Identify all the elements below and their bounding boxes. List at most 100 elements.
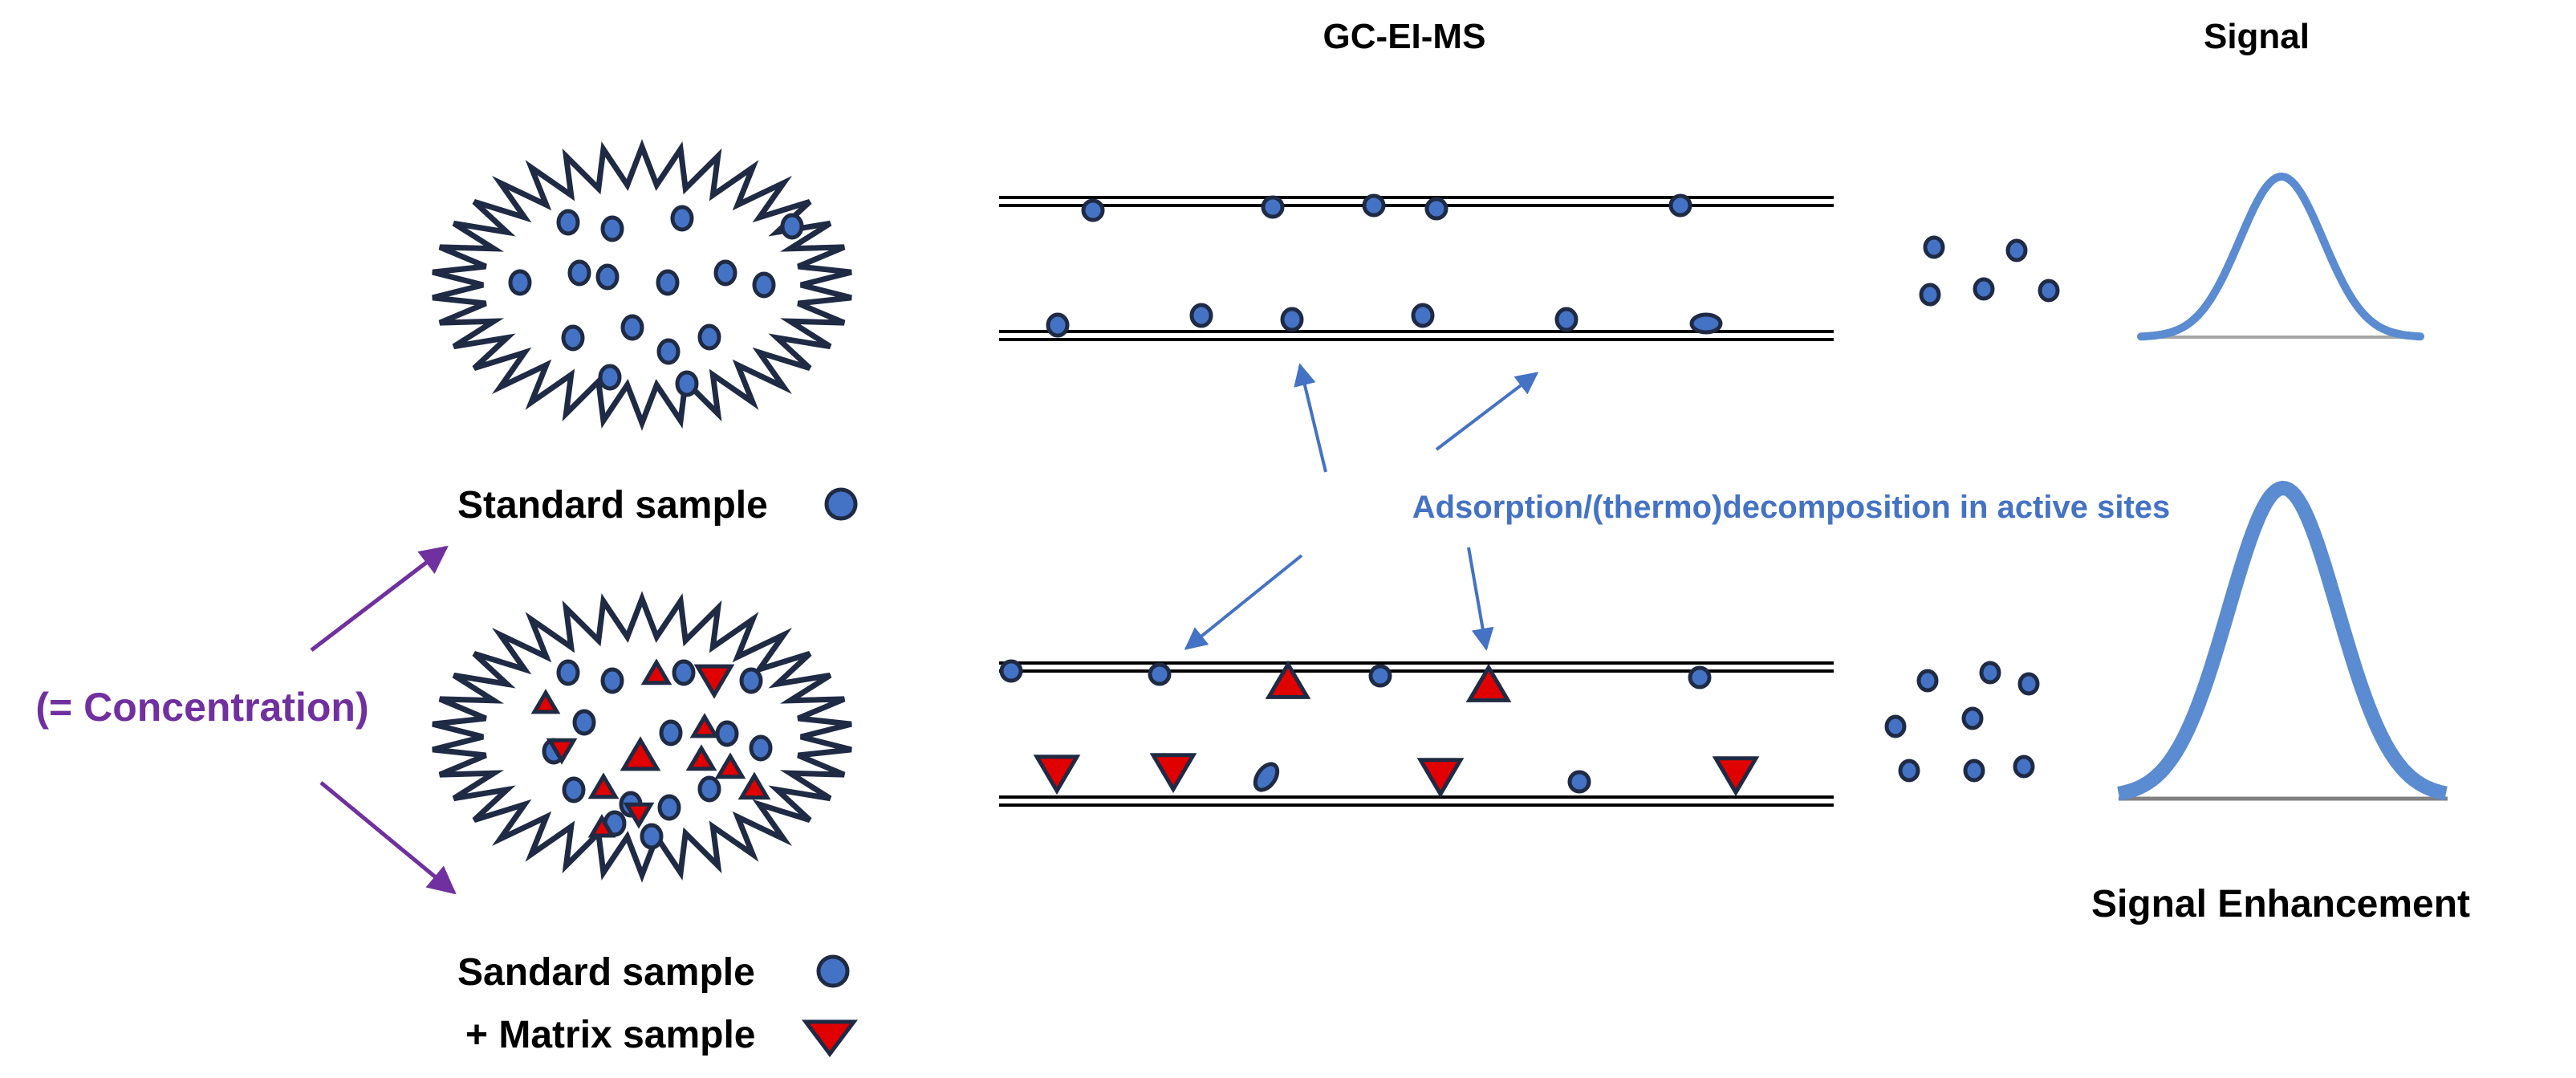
analyte-particle — [1884, 714, 1907, 738]
analyte-particle — [595, 263, 620, 291]
matrix-particle — [1149, 753, 1197, 794]
analyte-particle — [2017, 672, 2040, 696]
analyte-particle — [1081, 198, 1105, 222]
matrix-sample-blob — [432, 591, 852, 883]
matrix-particle — [623, 802, 655, 829]
matrix-particle — [693, 664, 735, 699]
analyte-particle — [1253, 762, 1280, 792]
signal-enhancement-label: Signal Enhancement — [2091, 883, 2470, 925]
analyte-particle — [697, 323, 721, 351]
analyte-particle — [1567, 770, 1591, 794]
matrix-particle — [714, 752, 746, 779]
matrix-particle — [587, 814, 616, 838]
analyte-particle — [739, 667, 763, 694]
analyte-legend-icon-2 — [816, 954, 850, 988]
analyte-particle — [561, 324, 585, 352]
matrix-particle — [689, 713, 720, 738]
analyte-particle — [715, 720, 739, 747]
analyte-particle — [697, 775, 721, 803]
analyte-particle — [675, 370, 699, 397]
standard-sample-label: Standard sample — [457, 484, 768, 527]
column-matrix — [999, 661, 1834, 807]
analyte-particle — [2013, 755, 2035, 779]
analyte-particle — [1148, 662, 1172, 686]
matrix-particle — [530, 689, 561, 714]
analyte-particle — [1689, 312, 1723, 335]
analyte-particle — [2038, 279, 2060, 303]
analyte-particle — [556, 659, 580, 686]
arrow-adsorption-2 — [1435, 372, 1539, 451]
analyte-particle — [656, 269, 680, 296]
matrix-legend-icon — [802, 1019, 858, 1058]
analyte-particle — [1923, 235, 1945, 259]
analyte-particle — [1411, 303, 1435, 328]
analyte-particle — [672, 659, 696, 686]
matrix-sample-label-line1: Sandard sample — [457, 951, 755, 994]
analyte-particle — [1919, 283, 1941, 307]
analyte-legend-icon — [824, 487, 858, 521]
analyte-particle — [1963, 759, 1985, 783]
analyte-particle — [1368, 664, 1392, 688]
matrix-particle — [1712, 756, 1760, 797]
matrix-particle — [640, 658, 672, 685]
concentration-label: (= Concentration) — [35, 685, 368, 730]
arrow-adsorption-1 — [1294, 363, 1327, 473]
analyte-particle — [1280, 307, 1304, 332]
instrument-header: GC-EI-MS — [1323, 17, 1486, 56]
analyte-particle — [600, 667, 624, 694]
column-matrix-particles — [999, 659, 1760, 799]
analyte-particle — [640, 823, 664, 850]
column-standard — [999, 196, 1834, 341]
column-standard-particles — [1046, 193, 1723, 338]
analyte-particle — [1554, 307, 1579, 332]
signal-header: Signal — [2204, 17, 2310, 56]
analyte-particle — [656, 338, 681, 365]
analyte-particle — [620, 314, 644, 341]
eluted-analytes-matrix — [1884, 661, 2040, 783]
signal-peak-matrix — [2117, 480, 2448, 801]
analyte-particle — [572, 709, 596, 736]
analyte-particle — [657, 794, 681, 821]
matrix-sample-label-line2: + Matrix sample — [465, 1014, 756, 1056]
analyte-particle — [567, 259, 591, 287]
analyte-particle — [508, 269, 532, 296]
eluted-analytes-standard — [1919, 235, 2060, 307]
analyte-particle — [1046, 312, 1070, 338]
analyte-particle — [1261, 195, 1285, 219]
matrix-particle — [620, 736, 661, 771]
arrow-to-standard — [310, 545, 449, 652]
matrix-particle — [685, 744, 717, 771]
analyte-particle — [1189, 303, 1213, 328]
analyte-particle — [556, 209, 580, 236]
analyte-particle — [600, 215, 624, 242]
matrix-particle — [1465, 663, 1512, 702]
analyte-particle — [562, 776, 586, 803]
matrix-particle — [587, 772, 620, 799]
standard-sample-blob — [432, 139, 852, 431]
analyte-particle — [1898, 759, 1920, 783]
matrix-particle — [546, 738, 578, 765]
analyte-particle — [1688, 665, 1712, 690]
matrix-particle — [1416, 758, 1465, 799]
arrow-adsorption-3 — [1184, 554, 1303, 650]
analyte-particle — [670, 205, 694, 232]
analyte-particle — [713, 259, 737, 287]
analyte-particle — [659, 719, 683, 746]
analyte-particle — [752, 271, 776, 299]
analyte-particle — [598, 364, 622, 391]
spiky-outline — [432, 139, 852, 431]
analyte-particle — [1973, 277, 1995, 301]
analyte-particle — [2005, 238, 2028, 262]
analyte-particle — [1916, 669, 1939, 693]
matrix-particle — [737, 771, 771, 800]
analyte-particle — [1979, 661, 2001, 685]
analyte-particle — [749, 734, 773, 762]
analyte-particle — [1424, 197, 1448, 221]
analyte-particle — [1362, 193, 1386, 218]
arrow-adsorption-4 — [1467, 547, 1494, 651]
analyte-particle — [1961, 706, 1984, 730]
matrix-particle — [1033, 755, 1081, 795]
arrow-to-matrix — [319, 781, 457, 895]
spiky-outline — [432, 591, 852, 883]
